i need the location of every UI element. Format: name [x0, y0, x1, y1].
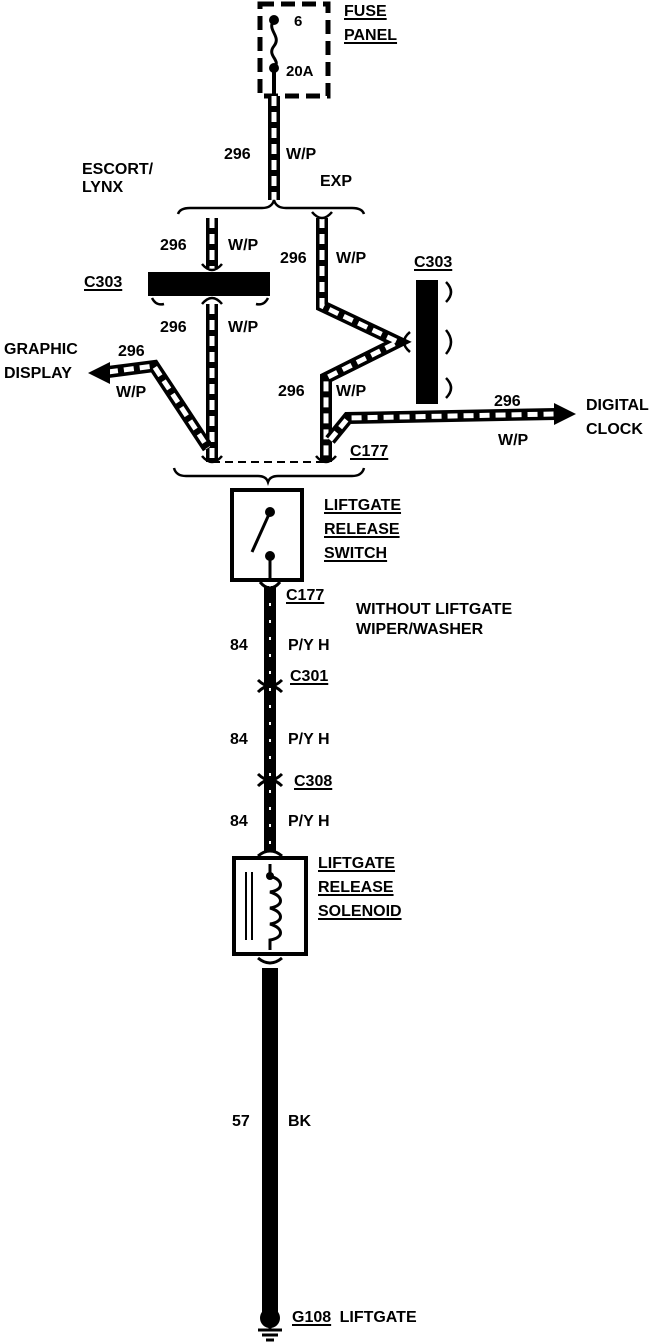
switch-line2: RELEASE — [324, 521, 400, 538]
w84-seg1-circuit: 84 — [230, 637, 248, 654]
switch-contact-top — [265, 507, 275, 517]
wire-296-graphic-display — [107, 359, 214, 452]
exp-lower-circuit: 296 — [278, 383, 305, 400]
fuse-panel-line1: FUSE — [344, 3, 387, 20]
c303-pin-arcs — [150, 263, 270, 306]
trunk-color: W/P — [286, 146, 317, 163]
c308-label: C308 — [294, 773, 333, 790]
variant-exp: EXP — [320, 173, 353, 190]
solenoid-top-arc — [257, 849, 283, 858]
digital-line2: CLOCK — [586, 421, 643, 438]
wire-296-digital-clock — [325, 408, 557, 444]
w84-seg2-circuit: 84 — [230, 731, 248, 748]
c303-connector-horizontal — [148, 272, 270, 296]
clock-circuit: 296 — [494, 393, 521, 410]
solenoid-line3: SOLENOID — [318, 903, 402, 920]
c177-pin-arcs — [201, 455, 337, 464]
solenoid-bottom-arc — [257, 956, 283, 965]
variant-escort-lynx: ESCORT/ LYNX — [82, 158, 153, 200]
w84-seg1-color: P/Y H — [288, 637, 330, 654]
solenoid-coil — [268, 864, 282, 950]
escort-line1: ESCORT/ — [82, 161, 154, 178]
clock-color: W/P — [498, 432, 529, 449]
switch-line1: LIFTGATE — [324, 497, 402, 514]
w84-seg3-circuit: 84 — [230, 813, 248, 830]
graphic-line1: GRAPHIC — [4, 341, 78, 358]
switch-blade — [250, 511, 272, 553]
solenoid-line1: LIFTGATE — [318, 855, 396, 872]
graphic-line2: DISPLAY — [4, 365, 72, 382]
c301-arcs — [256, 678, 284, 694]
graphic-circuit: 296 — [118, 343, 145, 360]
graphic-display-arrow — [88, 362, 110, 384]
c301-label: C301 — [290, 668, 329, 685]
graphic-display-label: GRAPHIC DISPLAY — [4, 338, 78, 386]
c308-arcs — [256, 772, 284, 788]
digital-clock-label: DIGITAL CLOCK — [586, 394, 649, 442]
exp-pin-arc — [311, 211, 333, 220]
solenoid-line2: RELEASE — [318, 879, 394, 896]
exp-upper-circuit: 296 — [280, 250, 307, 267]
c303-right-label: C303 — [414, 254, 453, 271]
ground-location: LIFTGATE — [339, 1309, 417, 1326]
exp-lower-color: W/P — [336, 383, 367, 400]
digital-clock-arrow — [554, 403, 576, 425]
ground-id: G108 — [292, 1309, 332, 1326]
escort-lower-circuit: 296 — [160, 319, 187, 336]
escort-upper-color: W/P — [228, 237, 259, 254]
fuse-number: 6 — [294, 13, 303, 30]
fuse-panel-line2: PANEL — [344, 27, 398, 44]
fuse-panel-box — [257, 1, 331, 99]
condition-line1: WITHOUT LIFTGATE — [356, 601, 513, 618]
condition-label: WITHOUT LIFTGATE WIPER/WASHER — [356, 598, 512, 642]
w57-color: BK — [288, 1113, 312, 1130]
w84-seg2-color: P/Y H — [288, 731, 330, 748]
digital-line1: DIGITAL — [586, 397, 649, 414]
merge-bracket — [172, 467, 366, 486]
solenoid-terminal — [266, 872, 274, 880]
fuse-terminal-top — [269, 15, 279, 25]
c177-lower-label: C177 — [286, 587, 325, 604]
escort-line2: LYNX — [82, 179, 124, 196]
c303-vertical-pin-arcs — [402, 281, 453, 399]
c177-lower-arcs — [258, 580, 282, 590]
c303-connector-vertical — [416, 280, 438, 404]
wire-296-exp — [316, 218, 412, 462]
graphic-color: W/P — [116, 384, 147, 401]
fuse-panel-label: FUSE PANEL — [344, 0, 397, 48]
fuse-element — [270, 19, 278, 70]
fuse-rating: 20A — [286, 63, 314, 80]
variant-split-bracket — [176, 199, 366, 215]
w84-seg3-color: P/Y H — [288, 813, 330, 830]
liftgate-solenoid-label: LIFTGATE RELEASE SOLENOID — [318, 852, 402, 924]
condition-line2: WIPER/WASHER — [356, 621, 484, 638]
escort-lower-color: W/P — [228, 319, 259, 336]
exp-upper-color: W/P — [336, 250, 367, 267]
ground-label: G108 LIFTGATE — [292, 1306, 417, 1330]
c303-left-label: C303 — [84, 274, 123, 291]
liftgate-switch-box — [230, 488, 304, 582]
escort-upper-circuit: 296 — [160, 237, 187, 254]
c177-upper-label: C177 — [350, 443, 389, 460]
switch-line3: SWITCH — [324, 545, 388, 562]
trunk-circuit: 296 — [224, 146, 251, 163]
liftgate-solenoid-box — [232, 856, 308, 956]
w57-circuit: 57 — [232, 1113, 250, 1130]
liftgate-switch-label: LIFTGATE RELEASE SWITCH — [324, 494, 401, 566]
